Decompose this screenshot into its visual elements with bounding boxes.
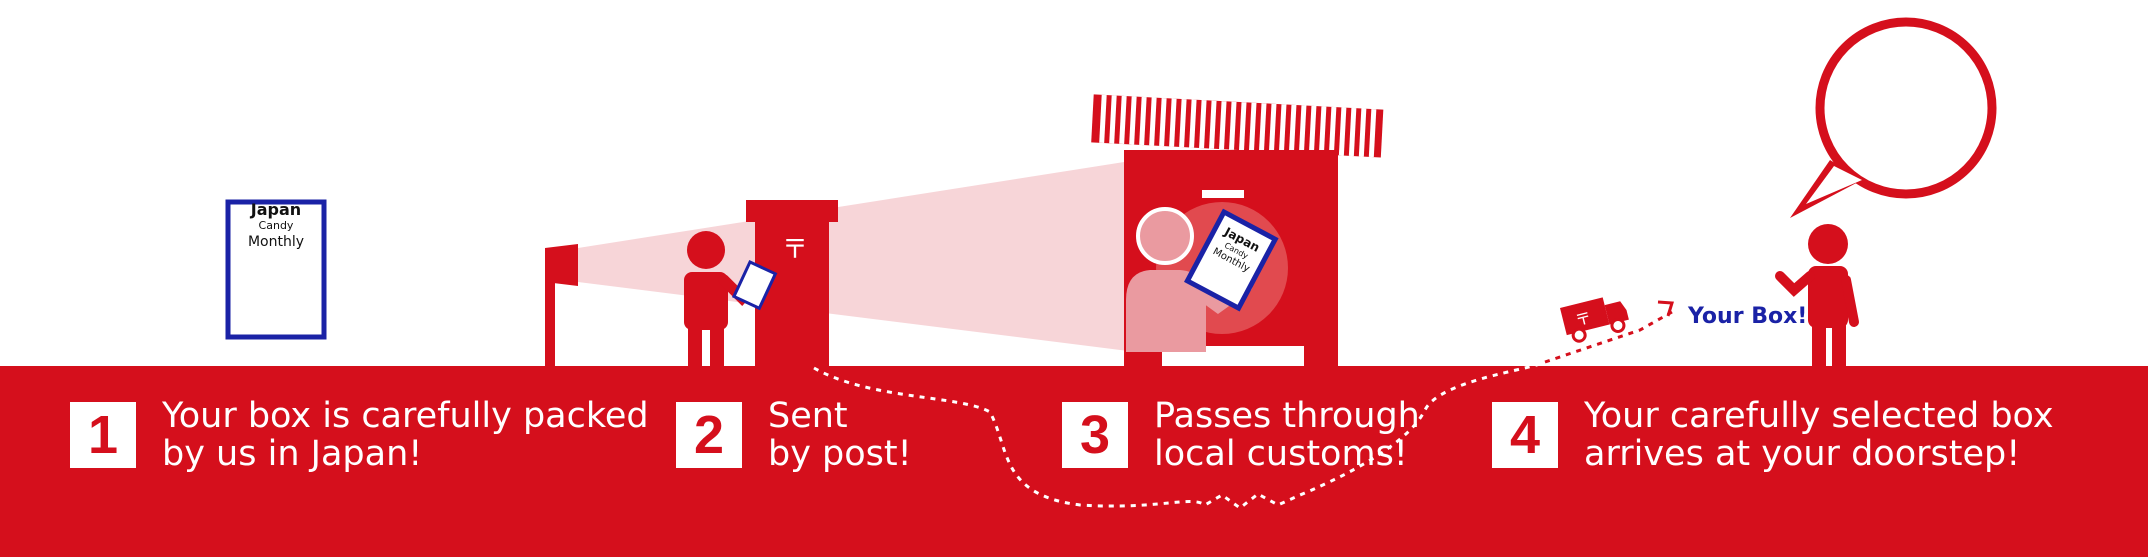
step-text: Your box is carefully packed by us in Ja… (162, 397, 649, 473)
package-box (225, 199, 327, 340)
person-head (687, 231, 725, 269)
postal-mark-icon: 〒 (782, 235, 808, 265)
step-1: 1 Your box is carefully packed by us in … (70, 395, 649, 475)
recipient-arm (1775, 271, 1815, 297)
step-text-line: Your box is carefully packed (162, 396, 649, 436)
customs-sign-bar (1202, 190, 1244, 198)
step-text-line: Your carefully selected box (1584, 396, 2054, 436)
step-number: 4 (1492, 402, 1558, 468)
step-3: 3 Passes through local customs! (1062, 395, 1420, 475)
customs-officer-head (1136, 207, 1194, 265)
package-label: Japan Candy Monthly (228, 200, 324, 251)
step-text-line: local customs! (1154, 434, 1408, 474)
svg-text:〒: 〒 (1573, 308, 1593, 330)
recipient-arm (1841, 275, 1859, 327)
spotlight-beam (578, 150, 1200, 360)
postbox-body (755, 222, 829, 368)
held-package (731, 260, 778, 311)
step-number: 2 (676, 402, 742, 468)
package-label-line3: Monthly (247, 234, 305, 250)
customs-roof (1091, 94, 1384, 158)
package-label-line1: Japan (250, 200, 302, 219)
person-leg (710, 320, 724, 368)
package-label-line2: Candy (258, 219, 294, 232)
step-text: Sent by post! (768, 397, 912, 473)
delivery-route-arrow (1544, 310, 1673, 364)
recipient-leg (1832, 318, 1846, 368)
delivery-truck-icon: 〒 (1560, 297, 1629, 343)
spotlight-pole (545, 250, 555, 368)
step-text-line: by us in Japan! (162, 434, 423, 474)
your-box-label: Your Box! (1688, 304, 1808, 329)
arrow-head-icon (1657, 300, 1674, 317)
customs-officer-body (1126, 270, 1206, 352)
postbox-cap (746, 200, 838, 222)
step-text-line: by post! (768, 434, 912, 474)
step-number: 1 (70, 402, 136, 468)
step-text-line: arrives at your doorstep! (1584, 434, 2021, 474)
step-4: 4 Your carefully selected box arrives at… (1492, 395, 2054, 475)
delivery-route (813, 310, 1673, 510)
speech-bubble (1815, 17, 1997, 199)
spotlight-lamp (545, 244, 578, 286)
step-text: Passes through local customs! (1154, 397, 1420, 473)
step-number: 3 (1062, 402, 1128, 468)
recipient-body (1808, 266, 1848, 328)
speech-bubble-tail-inner (1806, 166, 1862, 204)
step-text-line: Sent (768, 396, 848, 436)
step-text-line: Passes through (1154, 396, 1420, 436)
recipient-head (1808, 224, 1848, 264)
step-text: Your carefully selected box arrives at y… (1584, 397, 2054, 473)
inspected-package: Japan Candy Monthly (1184, 208, 1279, 312)
person-leg (688, 320, 702, 368)
recipient-leg (1812, 318, 1826, 368)
step-2: 2 Sent by post! (676, 395, 912, 475)
person-body (684, 272, 728, 330)
